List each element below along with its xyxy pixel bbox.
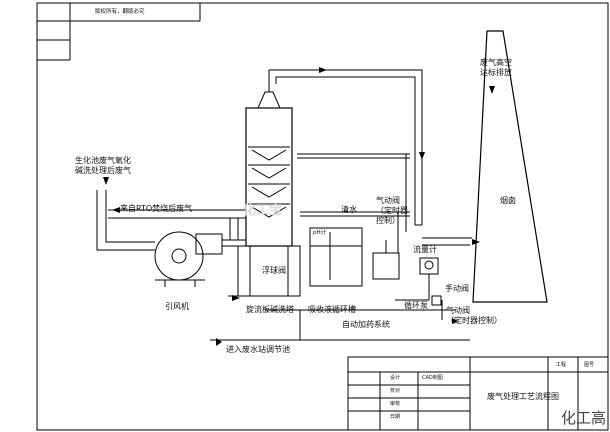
title-block-date: 日期 [390,414,401,420]
title-block-review: 审核 [390,401,401,407]
header-note: 版权所有，翻版必究 [95,9,145,15]
label-clean-water: 清水 [341,205,357,214]
label-exhaust-high: 废气高空 达标排放 [480,58,512,77]
label-ph-meter: pH计 [313,230,327,236]
brand-logo: 化工高 [560,409,606,427]
label-float-valve: 浮球阀 [262,266,286,275]
label-circ-pump: 循环泵 [404,301,428,310]
label-bio-pool: 生化池废气氧化 碱洗处理后废气 [75,156,131,175]
label-chimney: 烟囱 [500,196,516,205]
title-block-check: 校对 [390,388,401,394]
label-gas-valve-top: 气动阀 （定时器 控制） [376,196,408,225]
label-tower: 旋流板碱洗塔 [246,305,294,314]
label-gas-valve-bottom: 气动阀 （定时器控制） [446,306,502,325]
title-block-drawing-title: 废气处理工艺流程图 [487,392,559,401]
label-flow-meter: 流量计 [413,245,437,254]
label-auto-dosing: 自动加药系统 [342,320,390,329]
label-manual-valve: 手动阀 [445,284,469,293]
watermark: 化工宝 [243,203,283,218]
title-block-design: 设计 [390,375,401,381]
label-rto: 来自RTO焚烧后废气 [120,204,193,213]
label-tank: 吸收液循环槽 [308,305,356,314]
label-fan: 引风机 [165,302,189,311]
title-block-project: 工程 [556,362,567,368]
title-block-cad: CAD制图 [422,375,443,381]
label-to-wastewater: 进入废水站调节池 [226,345,290,354]
title-block-drawing-no: 图号 [584,362,595,368]
